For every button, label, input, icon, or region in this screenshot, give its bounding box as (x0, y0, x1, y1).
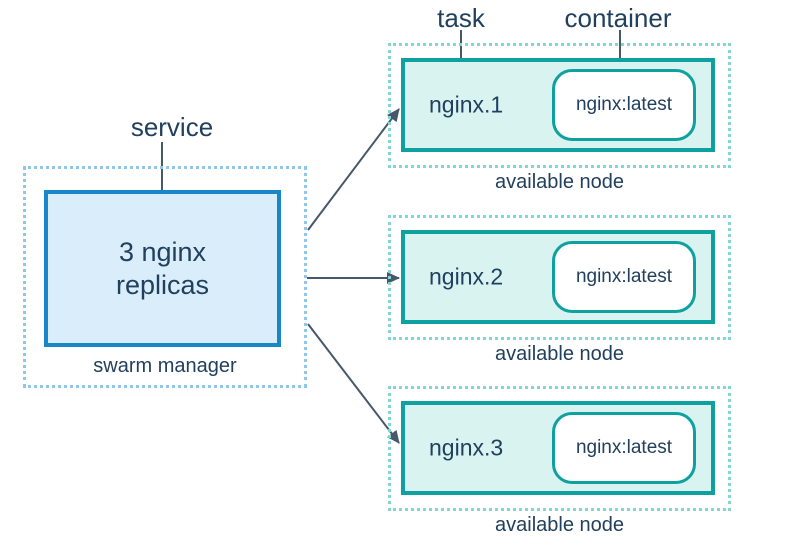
task-box-3: nginx.3 nginx:latest (401, 401, 715, 495)
container-annotation-label: container (564, 3, 672, 33)
container-label-1: nginx:latest (575, 94, 673, 115)
node-caption-2: available node (495, 343, 624, 365)
task-label-1: nginx.1 (429, 91, 504, 118)
swarm-manager-node: 3 nginx replicas swarm manager (23, 166, 307, 388)
container-label-2: nginx:latest (575, 266, 673, 287)
task-box-2: nginx.2 nginx:latest (401, 230, 715, 324)
service-box: 3 nginx replicas (44, 190, 281, 347)
container-box-2: nginx:latest (552, 241, 696, 313)
container-label-3: nginx:latest (575, 437, 673, 458)
node-caption-3: available node (495, 514, 624, 536)
task-box-1: nginx.1 nginx:latest (401, 58, 715, 152)
task-label-2: nginx.2 (429, 263, 504, 290)
arrow-manager-to-node-3 (307, 323, 400, 444)
node-caption-1: available node (495, 171, 624, 193)
service-box-label: 3 nginx replicas (115, 237, 210, 300)
task-annotation-label: task (437, 3, 485, 33)
available-node-2: nginx.2 nginx:latest available node (388, 215, 731, 365)
swarm-manager-caption: swarm manager (93, 355, 237, 377)
container-box-1: nginx:latest (552, 69, 696, 141)
available-node-3: nginx.3 nginx:latest available node (388, 386, 731, 536)
task-label-3: nginx.3 (429, 434, 504, 461)
arrow-manager-to-node-1 (307, 108, 400, 231)
container-box-3: nginx:latest (552, 412, 696, 484)
available-node-1: nginx.1 nginx:latest available node (388, 43, 731, 193)
service-annotation-label: service (130, 112, 214, 142)
